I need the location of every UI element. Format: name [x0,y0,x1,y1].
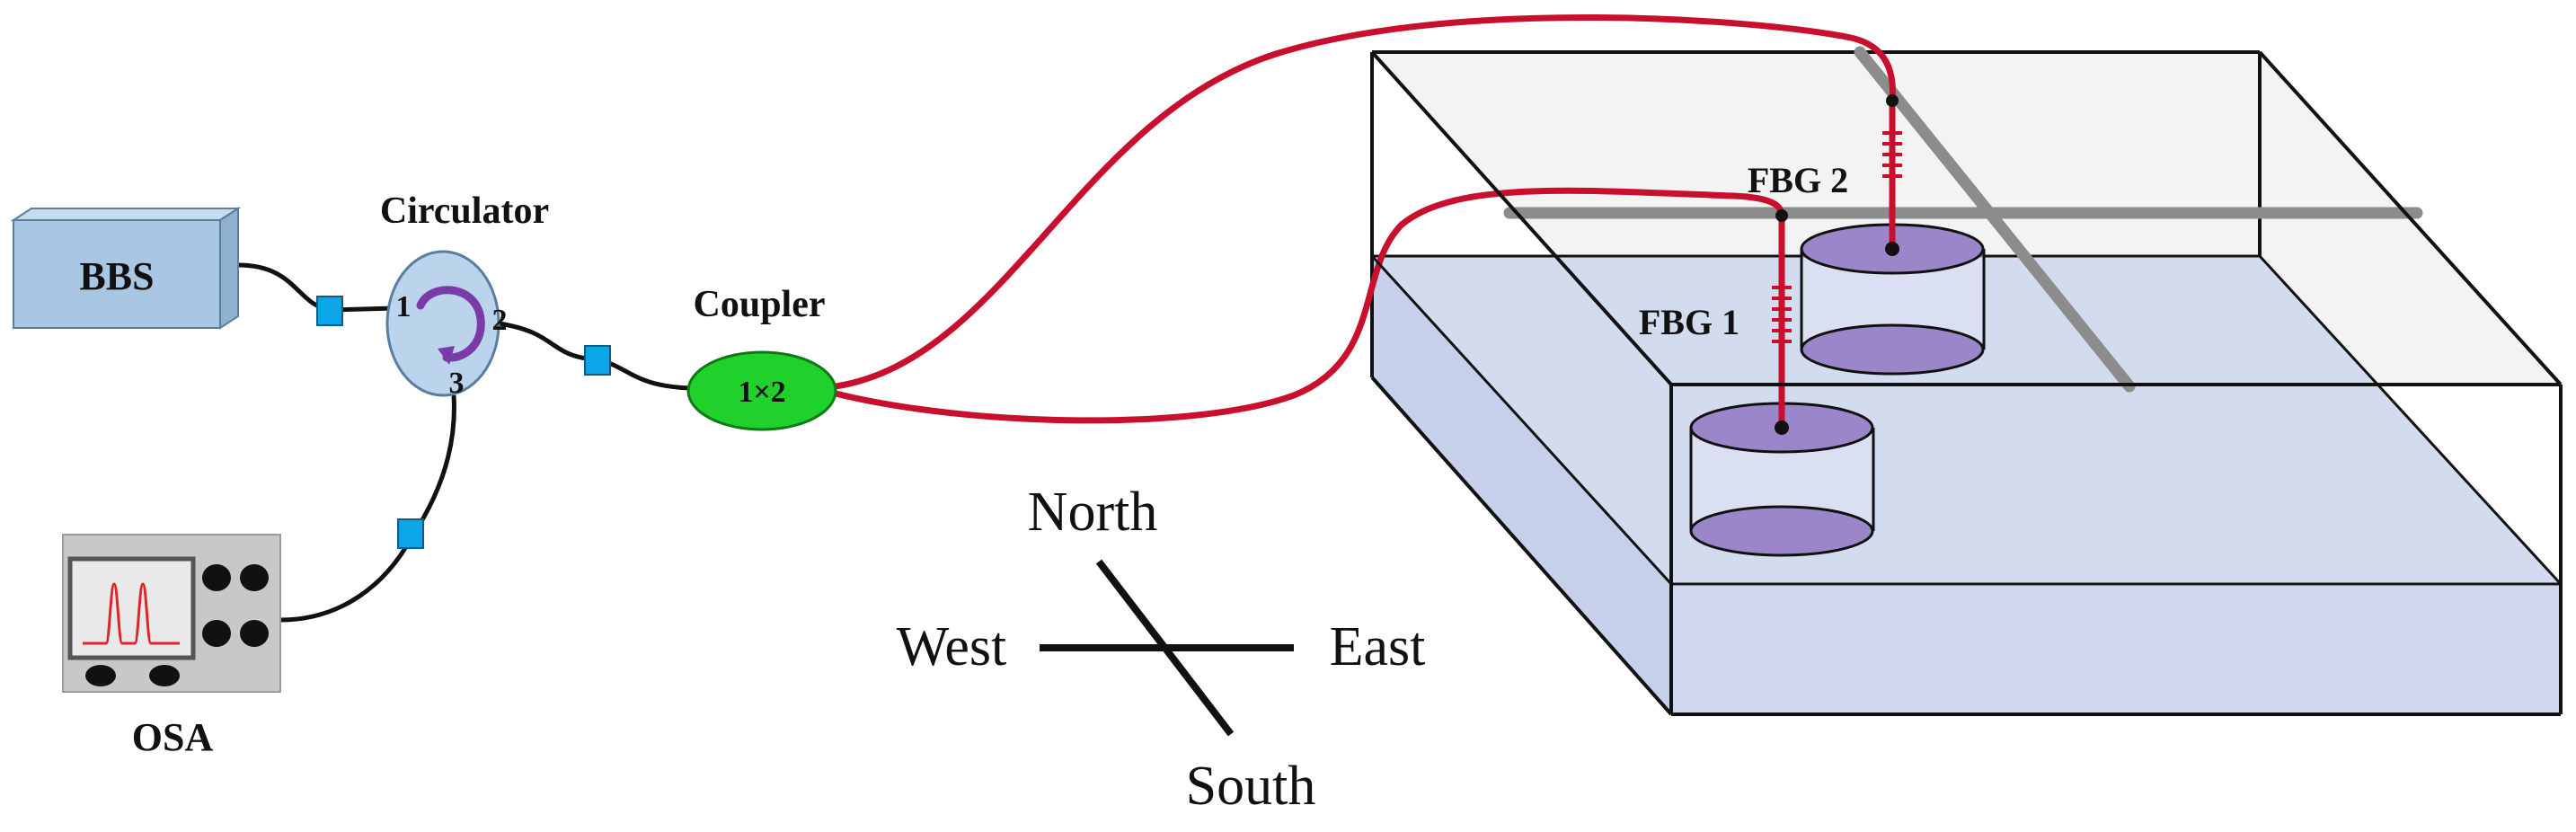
circulator-port-1: 1 [396,290,412,323]
compass-south: South [1186,756,1316,817]
compass-east: East [1330,616,1426,677]
osa-knob [240,564,269,591]
osa-knob [240,620,269,647]
cylinder-fbg2 [1800,223,1986,376]
osa-label: OSA [132,715,214,759]
fiber-dots [1775,94,1899,435]
bbs-label: BBS [79,254,154,298]
fiber-connectors [316,296,611,549]
fbg1-grating [1772,286,1792,343]
compass [1040,559,1294,737]
circulator-label: Circulator [380,190,549,232]
compass-west: West [897,616,1006,677]
compass-north: North [1028,482,1158,543]
osa-knob [85,665,116,686]
coupler [686,350,837,431]
container-front [1370,50,2563,716]
water-front [1673,586,2559,713]
fbg2-grating [1882,131,1902,178]
fiber-to-fbg2 [832,14,1896,390]
circulator-port-3: 3 [449,367,465,400]
osa-knob [202,564,231,591]
bbs-source [10,207,242,330]
fbg1-label: FBG 1 [1639,302,1739,342]
coupler-ratio: 1×2 [738,376,785,409]
circulator-arrow-icon [416,286,485,362]
fbg2-label: FBG 2 [1748,160,1848,200]
osa-instrument [62,534,281,693]
circulator-port-2: 2 [492,304,508,337]
support-rods [1503,46,2423,393]
coupler-label: Coupler [694,284,826,325]
osa-spectrum-trace [83,582,180,645]
circulator [385,250,500,397]
osa-knob [202,620,231,647]
osa-knob [149,665,180,686]
